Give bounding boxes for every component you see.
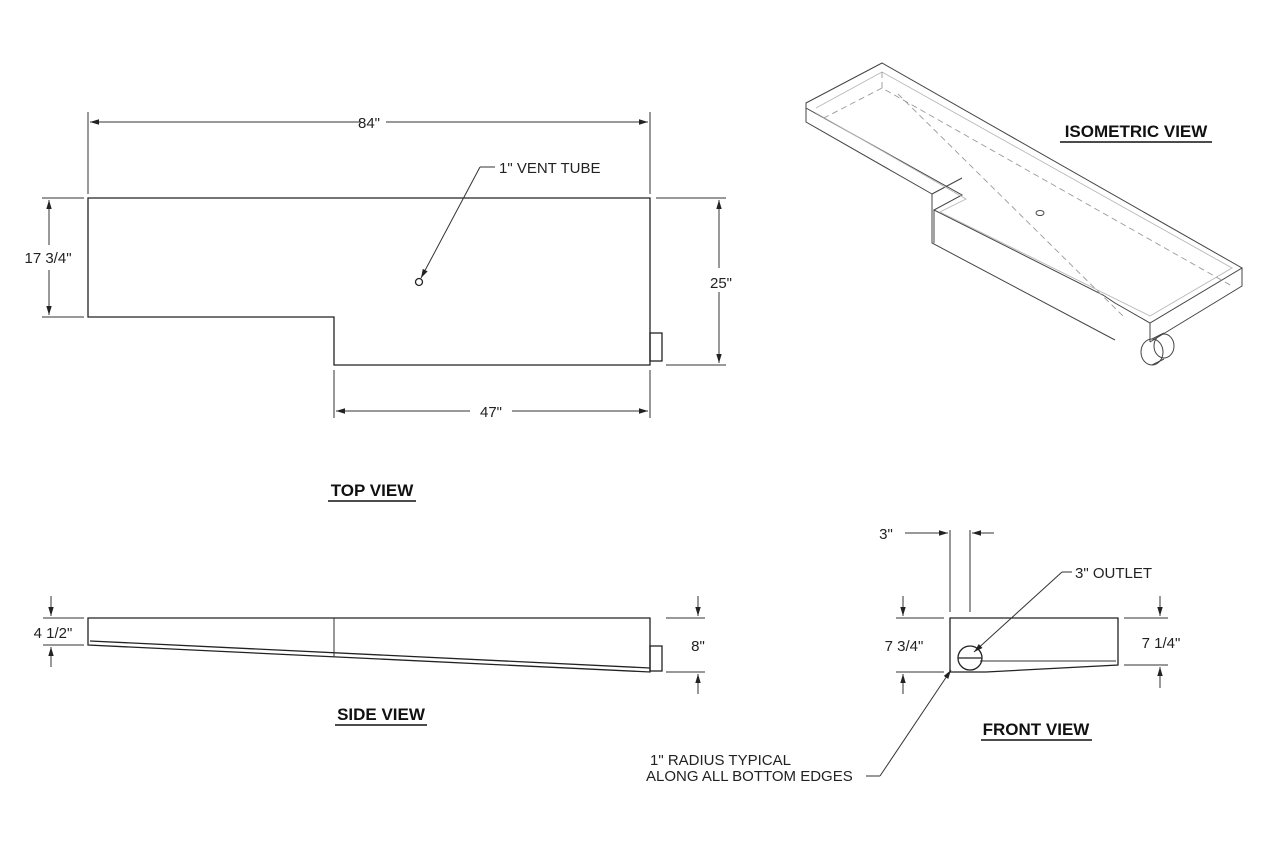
isometric-view-title: ISOMETRIC VIEW: [1065, 122, 1209, 141]
side-view: 4 1/2" 8" SIDE VIEW: [34, 596, 705, 726]
isometric-view: ISOMETRIC VIEW: [805, 62, 1243, 366]
front-view-title: FRONT VIEW: [983, 720, 1091, 739]
dim-overall-length: 84": [358, 115, 380, 132]
top-view: 84" 17 3/4" 25" 47" 1" VENT TUBE TOP VIE…: [24, 112, 732, 502]
dim-deep-depth: 8": [691, 638, 705, 655]
front-view-outline: [949, 617, 1119, 673]
side-view-outline: [87, 617, 651, 673]
iso-vent-hole: [1035, 210, 1045, 216]
vent-leader: [420, 166, 481, 279]
outlet-note: 3" OUTLET: [1075, 565, 1152, 582]
side-view-outlet-stub: [649, 645, 663, 672]
top-view-outlet-stub: [649, 332, 663, 362]
vent-tube-marker: [414, 277, 424, 287]
front-view: 3" 3" OUTLET 7 3/4" 7 1/4" 1" RADIUS TYP…: [646, 526, 1180, 785]
dim-outlet-offset: 3": [879, 526, 893, 543]
dim-full-width: 25": [710, 275, 732, 292]
iso-top-face: [805, 62, 1243, 324]
side-view-title: SIDE VIEW: [337, 705, 426, 724]
vent-tube-note: 1" VENT TUBE: [499, 160, 600, 177]
dim-short-width: 17 3/4": [24, 250, 71, 267]
top-view-title: TOP VIEW: [331, 481, 414, 500]
top-view-outline: [87, 197, 651, 366]
radius-note-line2: ALONG ALL BOTTOM EDGES: [646, 768, 853, 785]
dim-left-depth: 7 3/4": [885, 638, 924, 655]
dim-shallow-depth: 4 1/2": [34, 625, 73, 642]
radius-note-line1: 1" RADIUS TYPICAL: [650, 752, 791, 769]
dim-step-length: 47": [480, 404, 502, 421]
dim-right-depth: 7 1/4": [1142, 635, 1181, 652]
